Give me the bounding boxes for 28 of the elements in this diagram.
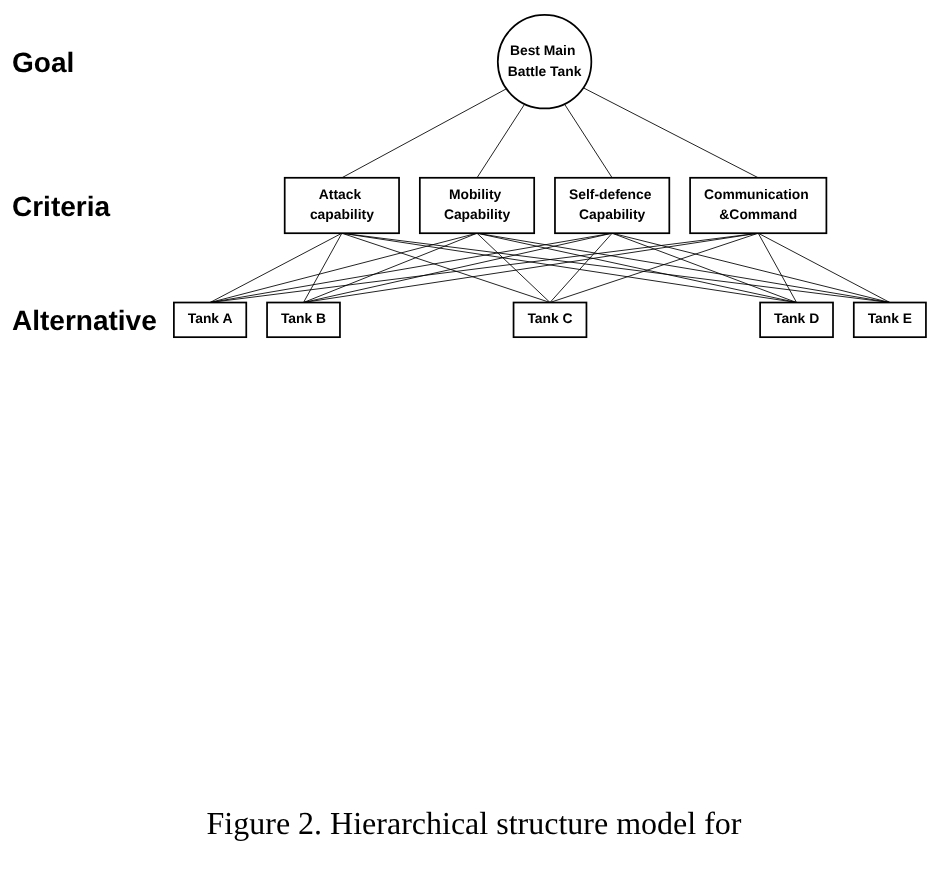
- connector: [209, 232, 759, 303]
- connector: [476, 232, 891, 303]
- connector: [341, 232, 891, 303]
- connector: [757, 232, 891, 303]
- connector: [476, 232, 797, 303]
- level-label: Alternative: [12, 303, 157, 336]
- connector: [582, 87, 759, 179]
- level-label: Goal: [12, 45, 75, 78]
- figure-caption: Figure 2. Hierarchical structure model for: [204, 808, 744, 844]
- connector: [564, 103, 613, 179]
- connector: [549, 232, 759, 303]
- connector: [209, 232, 613, 303]
- connector: [476, 232, 551, 303]
- connector: [303, 232, 759, 303]
- level-label: Criteria: [12, 189, 111, 222]
- connector: [549, 232, 613, 303]
- connector: [303, 232, 343, 303]
- connector: [757, 232, 797, 303]
- connector: [476, 103, 526, 179]
- connector: [341, 88, 507, 179]
- connector: [341, 232, 797, 303]
- connector: [611, 232, 891, 303]
- connector: [341, 232, 551, 303]
- connector: [303, 232, 613, 303]
- connector: [303, 232, 478, 303]
- connector: [209, 232, 478, 303]
- connector: [209, 232, 343, 303]
- connector: [611, 232, 797, 303]
